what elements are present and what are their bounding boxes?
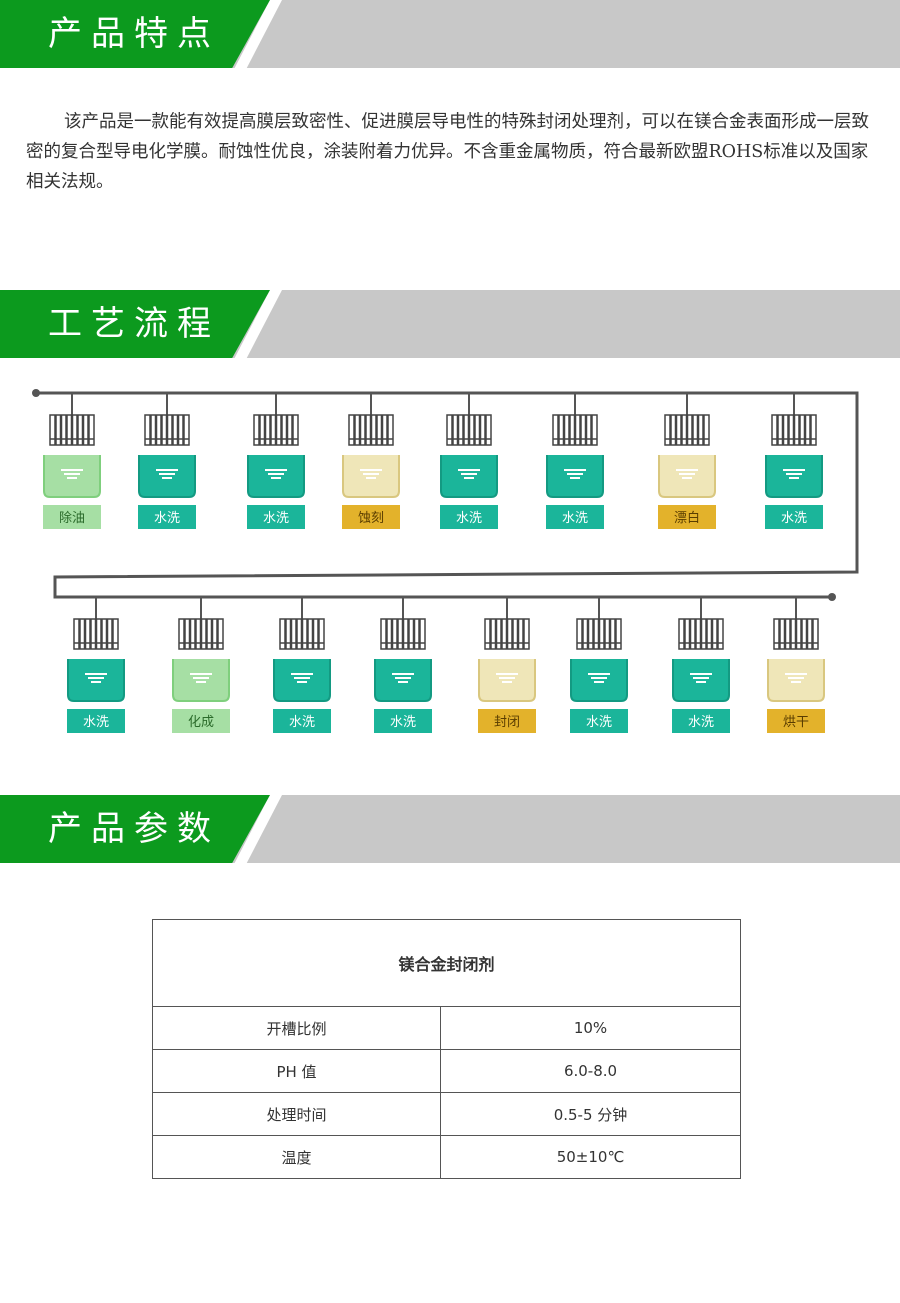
- station-label-box: [440, 505, 498, 529]
- tank: [672, 659, 730, 702]
- station-label-box: [247, 505, 305, 529]
- process-station-row1-1: 水洗: [138, 393, 196, 529]
- param-value: 6.0-8.0: [440, 1049, 741, 1093]
- station-label: 水洗: [456, 511, 482, 526]
- param-label: PH 值: [152, 1049, 441, 1093]
- station-label-box: [342, 505, 400, 529]
- process-station-row2-6: 水洗: [672, 597, 730, 733]
- table-row: 处理时间 0.5-5 分钟: [152, 1092, 741, 1136]
- station-label-box: [374, 709, 432, 733]
- tank: [658, 455, 716, 498]
- station-label: 水洗: [154, 511, 180, 526]
- banner-green-tab: [0, 795, 270, 863]
- param-value: 10%: [440, 1006, 741, 1050]
- param-value: 0.5-5 分钟: [440, 1092, 741, 1136]
- station-label-box: [273, 709, 331, 733]
- station-label: 蚀刻: [358, 511, 384, 526]
- params-table: 镁合金封闭剂 开槽比例 10% PH 值 6.0-8.0 处理时间 0.5-5 …: [152, 919, 741, 1179]
- station-label-box: [67, 709, 125, 733]
- params-table-header: 镁合金封闭剂: [152, 919, 741, 1007]
- section-banner-features: 产品特点: [0, 0, 900, 68]
- process-station-row1-2: 水洗: [247, 393, 305, 529]
- banner-green-tab: [0, 290, 270, 358]
- section-title-process: 工艺流程: [48, 304, 220, 344]
- tank: [67, 659, 125, 702]
- process-station-row1-0: 除油: [43, 393, 101, 529]
- process-station-row1-3: 蚀刻: [342, 393, 400, 529]
- tank: [43, 455, 101, 498]
- station-label: 除油: [59, 511, 85, 526]
- station-label: 水洗: [83, 715, 109, 730]
- table-row: 温度 50±10℃: [152, 1135, 741, 1179]
- tank: [374, 659, 432, 702]
- process-station-row2-1: 化成: [172, 597, 230, 733]
- tank: [273, 659, 331, 702]
- station-label: 水洗: [586, 715, 612, 730]
- station-label: 水洗: [781, 511, 807, 526]
- track-end-dot: [828, 593, 836, 601]
- tank: [546, 455, 604, 498]
- tank: [765, 455, 823, 498]
- banner-green-tab: [0, 0, 270, 68]
- station-label: 封闭: [494, 715, 520, 730]
- param-label: 温度: [152, 1135, 441, 1179]
- section-banner-params: 产品参数: [0, 795, 900, 863]
- tank: [570, 659, 628, 702]
- process-station-row2-7: 烘干: [767, 597, 825, 733]
- product-description: 该产品是一款能有效提高膜层致密性、促进膜层导电性的特殊封闭处理剂，可以在镁合金表…: [26, 112, 869, 192]
- tank: [247, 455, 305, 498]
- station-label-box: [172, 709, 230, 733]
- station-label: 漂白: [674, 510, 700, 526]
- process-station-row1-5: 水洗: [546, 393, 604, 529]
- section-banner-process: 工艺流程: [0, 290, 900, 358]
- station-label-box: [43, 505, 101, 529]
- tank: [172, 659, 230, 702]
- process-station-row1-7: 水洗: [765, 393, 823, 529]
- station-label: 水洗: [390, 715, 416, 730]
- station-label-box: [672, 709, 730, 733]
- param-label: 处理时间: [152, 1092, 441, 1136]
- section-title-params: 产品参数: [48, 809, 220, 849]
- station-label-box: [546, 505, 604, 529]
- tank: [767, 659, 825, 702]
- tank: [138, 455, 196, 498]
- process-station-row2-2: 水洗: [273, 597, 331, 733]
- section-title-features: 产品特点: [48, 14, 220, 54]
- station-label: 烘干: [783, 715, 809, 730]
- tank: [478, 659, 536, 702]
- process-station-row1-4: 水洗: [440, 393, 498, 529]
- station-label-box: [767, 709, 825, 733]
- track-start-dot: [32, 389, 40, 397]
- process-station-row2-3: 水洗: [374, 597, 432, 733]
- table-row: 开槽比例 10%: [152, 1006, 741, 1050]
- param-label: 开槽比例: [152, 1006, 441, 1050]
- tank: [440, 455, 498, 498]
- station-label-box: [478, 709, 536, 733]
- param-value: 50±10℃: [440, 1135, 741, 1179]
- station-label-box: [138, 505, 196, 529]
- conveyor-track: [36, 391, 859, 599]
- process-station-row2-5: 水洗: [570, 597, 628, 733]
- process-station-row1-6: 漂白: [658, 393, 716, 529]
- tank: [342, 455, 400, 498]
- station-label: 水洗: [263, 511, 289, 526]
- process-station-row2-4: 封闭: [478, 597, 536, 733]
- table-row: PH 值 6.0-8.0: [152, 1049, 741, 1093]
- process-station-row2-0: 水洗: [67, 597, 125, 733]
- station-label: 水洗: [289, 715, 315, 730]
- station-label: 水洗: [688, 715, 714, 730]
- station-label-box: [765, 505, 823, 529]
- station-label: 化成: [188, 715, 214, 730]
- process-flow-diagram: 除油水洗水洗蚀刻水洗水洗漂白水洗水洗化成水洗水洗封闭水洗水洗烘干: [32, 389, 859, 733]
- station-label-box: [570, 709, 628, 733]
- station-label: 水洗: [562, 511, 588, 526]
- station-label-box: [658, 505, 716, 529]
